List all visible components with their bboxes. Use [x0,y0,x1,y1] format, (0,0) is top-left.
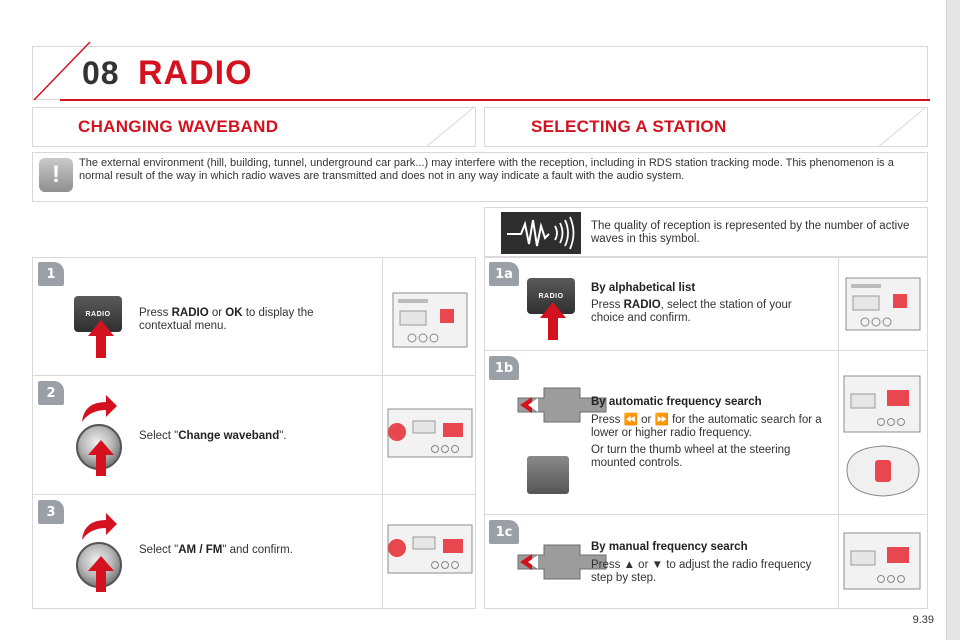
seek-buttons-image [517,544,607,580]
divider [484,514,928,515]
step-3-text: Select "AM / FM" and confirm. [139,544,293,556]
step-1b-text: Press ⏪ or ⏩ for the automatic search fo… [591,414,822,439]
page-edge-line [946,0,947,640]
divider [32,494,476,495]
rotate-arrow-icon [82,395,117,422]
automatic-search-heading: By automatic frequency search [591,396,762,408]
audio-unit-illustration [392,292,468,348]
audio-unit-illustration [387,524,473,574]
step-badge-1b: 1b [489,356,519,380]
divider [382,257,383,609]
step-1c-text: Press ▲ or ▼ to adjust the radio frequen… [591,559,812,584]
steering-wheel-controls-illustration [846,445,920,497]
press-arrow-icon [540,302,566,340]
chapter-number: 08 [82,55,120,91]
chapter-header [32,46,928,100]
step-1a-text: Press RADIO, select the station of your … [591,299,792,324]
step-badge-1a: 1a [489,262,519,286]
step-1b-text-2: Or turn the thumb wheel at the steering … [591,444,791,469]
reception-text: The quality of reception is represented … [591,220,910,245]
audio-unit-illustration [387,408,473,458]
warning-box [32,152,928,202]
press-arrow-icon [88,440,114,476]
rotate-arrow-icon [82,513,117,540]
step-badge-2: 2 [38,381,64,405]
arrow-down-icon: ▼ [651,559,663,571]
divider [838,257,839,609]
reception-waves-icon [501,212,581,254]
section-title-selecting-station: SELECTING A STATION [531,117,727,136]
audio-unit-illustration [845,277,921,331]
press-arrow-icon [88,556,114,592]
section-title-changing-waveband: CHANGING WAVEBAND [78,117,279,136]
audio-unit-illustration [843,532,921,590]
manual-search-heading: By manual frequency search [591,541,748,553]
seek-forward-icon: ⏩ [654,414,669,426]
step-1-text: Press RADIO or OK to display the context… [139,307,314,332]
page-number: 9.39 [912,614,934,626]
warning-text: The external environment (hill, building… [79,157,894,182]
divider [484,350,928,351]
press-arrow-icon [88,320,114,358]
alphabetical-list-heading: By alphabetical list [591,282,696,294]
seek-buttons-image [517,387,607,423]
page-edge-strip [946,0,960,640]
thumb-wheel-image [527,456,569,494]
step-badge-3: 3 [38,500,64,524]
arrow-up-icon: ▲ [623,559,635,571]
step-badge-1c: 1c [489,520,519,544]
seek-back-icon: ⏪ [623,414,638,426]
step-2-text: Select "Change waveband". [139,430,287,442]
section-heading-box-right [484,107,928,147]
chapter-title: RADIO [138,54,253,92]
exclamation-icon: ! [39,158,73,192]
section-heading-box-left [32,107,476,147]
header-corner-decoration [33,41,91,101]
step-badge-1: 1 [38,262,64,286]
header-underline [60,99,930,101]
divider [32,375,476,376]
audio-unit-illustration [843,375,921,433]
